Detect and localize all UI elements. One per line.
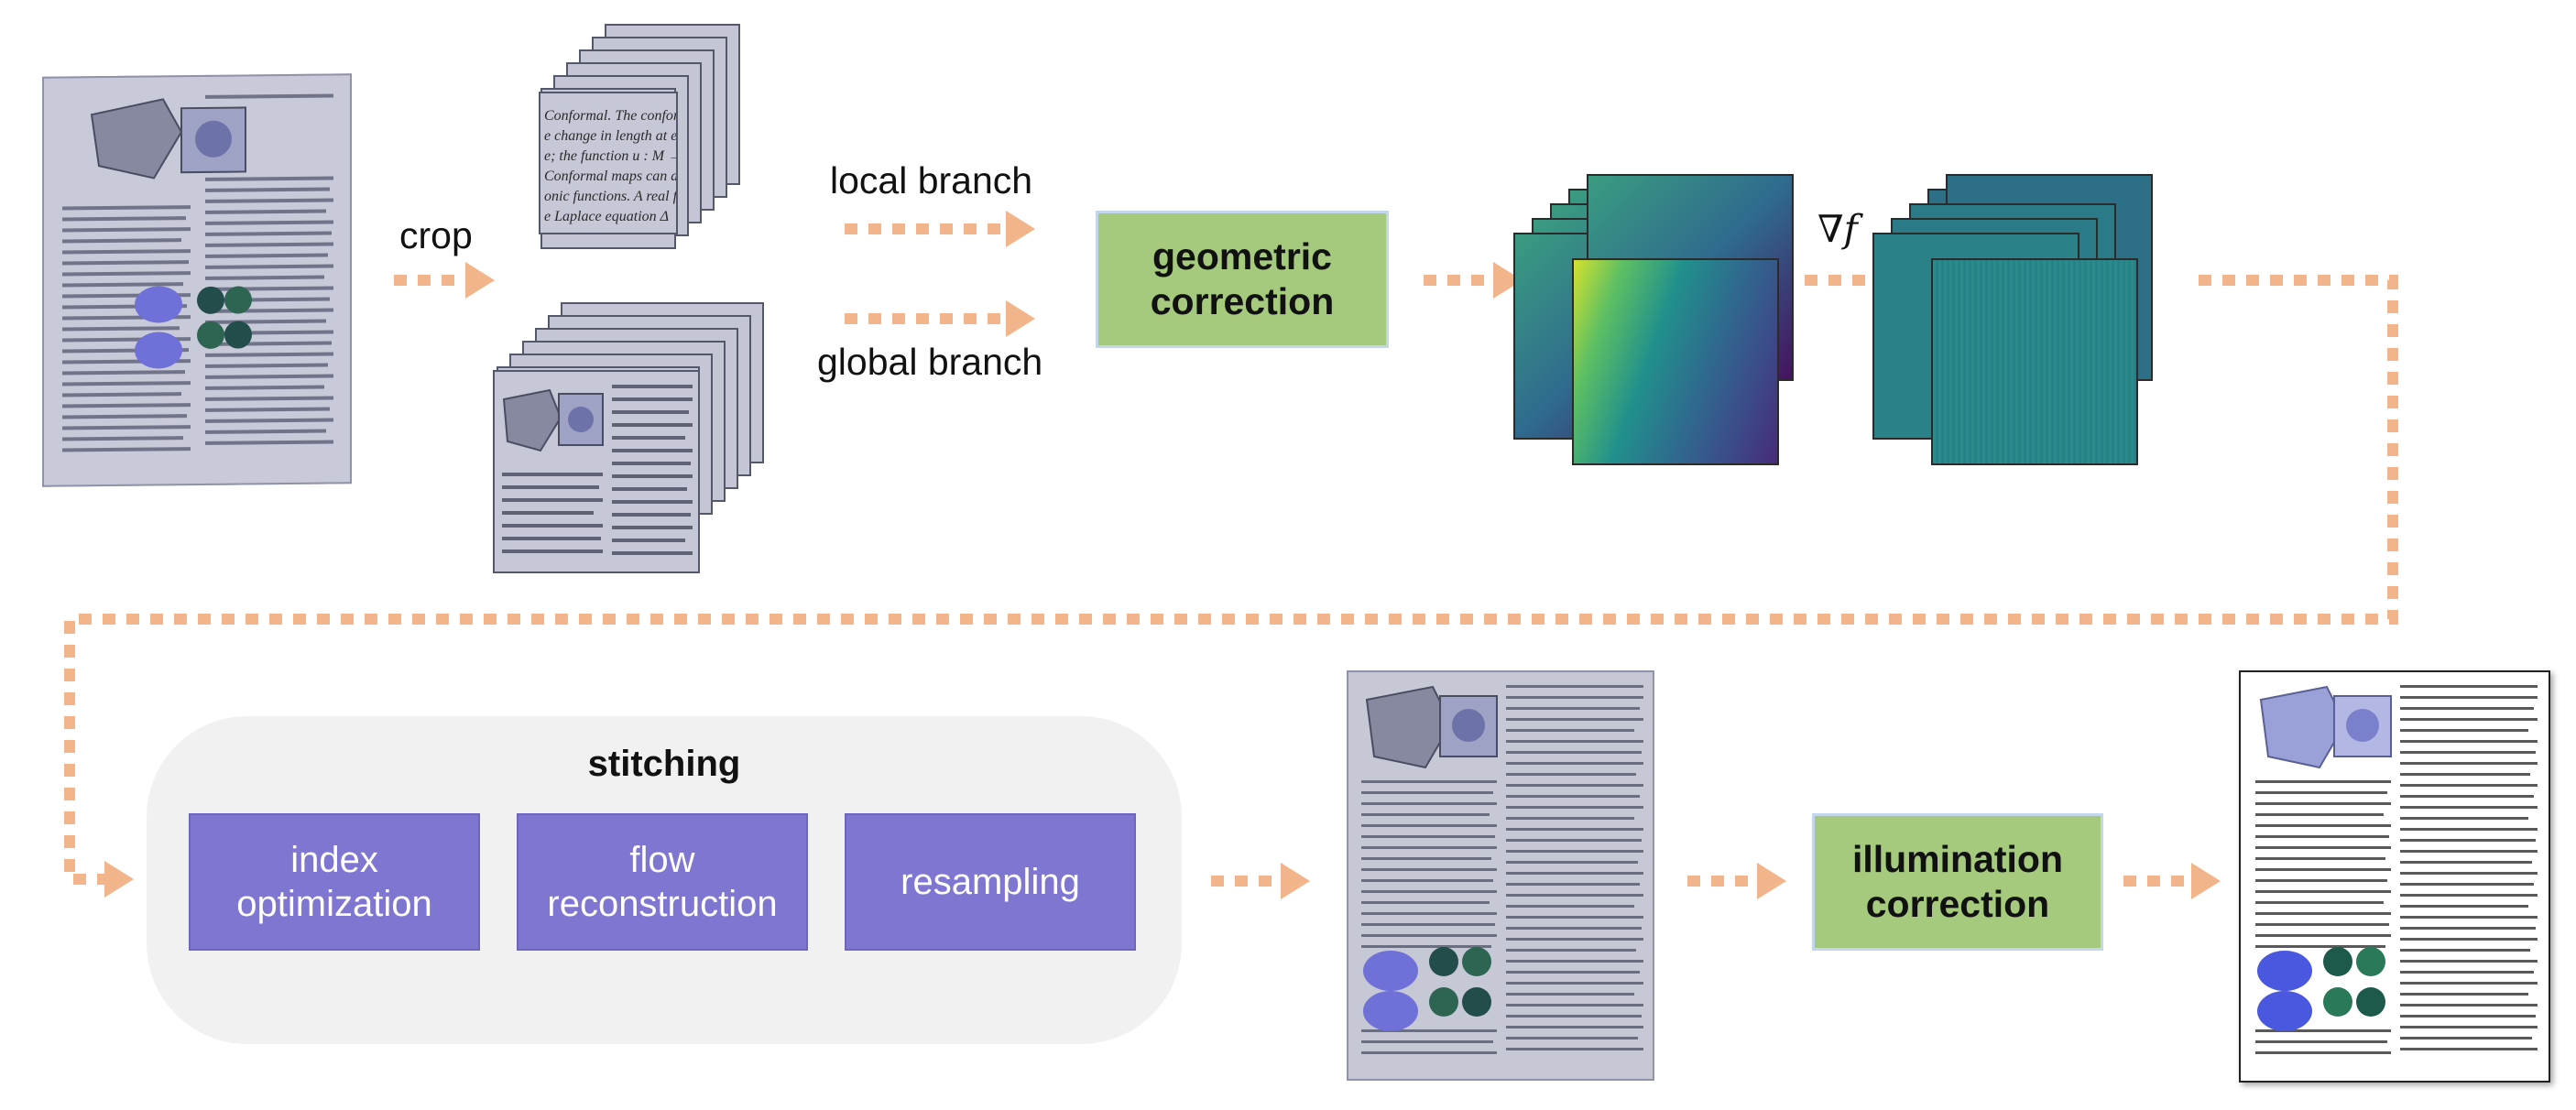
gradient-front xyxy=(1931,258,2138,465)
crop-text-line: Conformal maps can a xyxy=(544,169,678,184)
stitching-title: stitching xyxy=(587,744,741,784)
arrowhead-stitching xyxy=(104,861,134,898)
arrowhead-illumination xyxy=(1757,863,1786,899)
global-crop-front xyxy=(493,370,700,573)
input-document-figures xyxy=(135,286,252,369)
crop-label: crop xyxy=(399,214,473,256)
arrowhead-heatmaps xyxy=(1493,262,1523,299)
crop-text-line: Conformal. The conforma xyxy=(544,108,678,124)
local-branch-label: local branch xyxy=(830,159,1033,201)
crop-text-line: e change in length at ea xyxy=(544,128,678,144)
output-document xyxy=(2239,670,2550,1083)
global-branch-label: global branch xyxy=(817,341,1043,383)
arrowhead-local xyxy=(1006,211,1035,247)
arrowhead-stitched xyxy=(1281,863,1310,899)
stitched-document xyxy=(1347,670,1654,1081)
index-optimization-block: index optimization xyxy=(189,813,480,951)
crop-text-line: e Laplace equation Δ xyxy=(544,209,670,224)
illumination-correction-block: illumination correction xyxy=(1812,813,2103,951)
crop-text-line: onic functions. A real f xyxy=(544,189,678,204)
output-document-content xyxy=(2255,685,2538,1054)
stitched-document-content xyxy=(1361,685,1643,1054)
connector-path xyxy=(64,275,2398,885)
geometric-correction-block: geometric correction xyxy=(1096,211,1389,348)
input-document xyxy=(42,73,352,487)
gradient-symbol-label: ∇f xyxy=(1817,207,1858,251)
flow-reconstruction-block: flow reconstruction xyxy=(517,813,808,951)
arrowhead-crop xyxy=(465,262,495,299)
arrowhead-global xyxy=(1006,300,1035,337)
arrowhead-output xyxy=(2191,863,2221,899)
local-crop-front: Conformal. The conforma e change in leng… xyxy=(539,92,678,234)
global-crop-content xyxy=(502,385,693,555)
heatmap-front xyxy=(1572,258,1779,465)
crop-text-line: e; the function u : M → xyxy=(544,148,678,164)
resampling-block: resampling xyxy=(845,813,1136,951)
